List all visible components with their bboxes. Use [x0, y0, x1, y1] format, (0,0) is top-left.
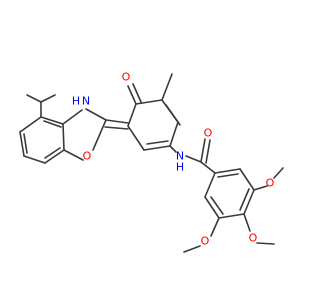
bond-ketone-b	[132, 83, 142, 103]
bond-c2-to-o	[92, 119, 107, 151]
bond-benz-5b	[23, 133, 28, 154]
bond-methoxy-top-o	[253, 185, 268, 191]
bond-benz-6	[19, 116, 42, 133]
bond-tmp-1b	[217, 173, 239, 178]
atom-o-methoxy-bottom: O	[201, 235, 210, 248]
bond-amide-c-to-ring	[200, 161, 216, 174]
bond-q-6	[127, 125, 145, 151]
atom-n-oxazole: N	[82, 95, 90, 108]
bond-q-5b	[146, 140, 169, 145]
bond-methoxy-mid-ch3	[256, 242, 275, 245]
bond-o-to-ring	[63, 149, 84, 161]
bond-isopropyl-ch3-right	[40, 94, 56, 103]
bond-benz-4	[23, 155, 46, 164]
atom-o-ketone: O	[122, 71, 131, 84]
chemical-structure-diagram: H N O O N H O O O O	[19, 71, 284, 253]
atom-labels: H N O O N H O O O O	[72, 71, 275, 248]
bond-q-2	[135, 99, 163, 105]
bond-ring-to-n	[62, 109, 83, 125]
bond-amide-co-a	[200, 138, 206, 163]
atom-o-amide: O	[204, 127, 213, 140]
bond-exocyclic-double-b	[104, 126, 129, 130]
bond-q-1	[127, 103, 137, 127]
bond-methoxy-bottom-ch3	[183, 245, 201, 253]
bond-tmp-5b	[210, 196, 224, 215]
bond-methoxy-mid-o	[243, 213, 251, 232]
bond-n-to-c2	[85, 108, 107, 121]
bond-benz-3	[44, 149, 65, 164]
bond-isopropyl-ch3-left	[26, 94, 42, 103]
atom-h-amide: H	[176, 161, 184, 174]
bond-benz-1	[40, 116, 64, 125]
bond-exocyclic-double-a	[105, 119, 129, 124]
bond-methoxy-bottom-o	[210, 217, 220, 237]
bond-tmp-2	[239, 168, 255, 191]
bond-benz-3b	[44, 147, 61, 159]
bond-tmp-3	[243, 189, 255, 215]
atom-o-oxazole: O	[83, 150, 92, 163]
atom-o-methoxy-top: O	[266, 177, 275, 190]
bond-tmp-4	[218, 213, 245, 219]
bond-ring-to-amide-n	[169, 145, 177, 153]
bond-q-5	[143, 145, 171, 151]
bond-benz-5	[19, 131, 25, 157]
bond-benz-2	[62, 123, 65, 151]
bond-tmp-6	[204, 172, 216, 198]
bond-methyl	[161, 73, 173, 101]
bond-ketone-a	[127, 85, 137, 105]
atom-h-on-n: H	[72, 95, 80, 108]
bond-tmp-5	[204, 196, 220, 219]
bond-methoxy-top-ch3	[273, 167, 284, 179]
bond-tmp-3b	[239, 188, 250, 211]
bond-q-4	[169, 121, 179, 147]
atom-o-methoxy-mid: O	[249, 232, 258, 245]
bond-amide-co-b	[205, 139, 211, 164]
bond-benz-1b	[43, 120, 62, 128]
bond-tmp-1	[214, 168, 241, 174]
bonds	[19, 73, 284, 253]
atom-n-amide: N	[176, 150, 184, 163]
bond-amide-n-to-c	[185, 155, 202, 163]
